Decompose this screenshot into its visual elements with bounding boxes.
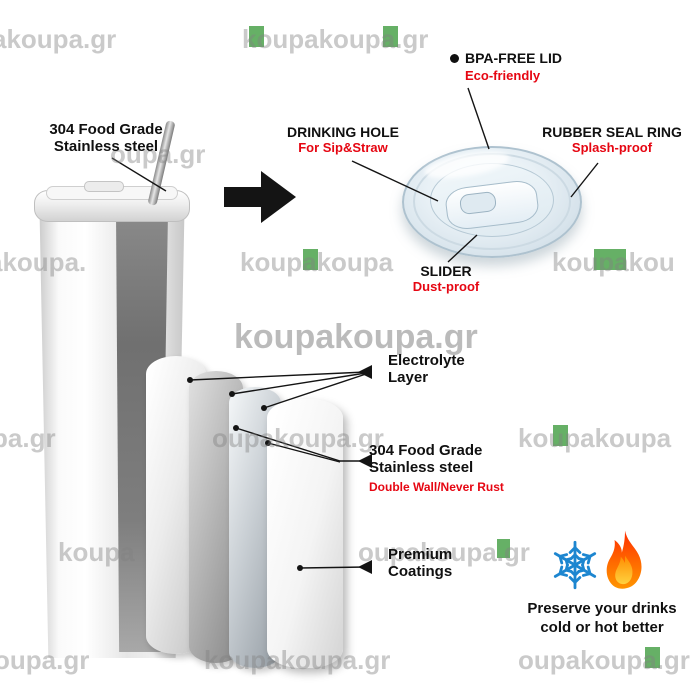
cutaway-layer-coating <box>267 399 343 668</box>
callout-title: Premium <box>388 546 453 563</box>
watermark-text: koupakoupa <box>518 423 672 453</box>
tumbler-lid-slider-image <box>84 181 124 192</box>
arrowhead-left <box>358 365 372 379</box>
watermark-text: oupakoupa.gr <box>518 645 690 675</box>
watermark-highlight <box>645 647 660 668</box>
footer-line: cold or hot better <box>540 619 664 636</box>
callout-rubber-seal-ring: RUBBER SEAL RING Splash-proof <box>536 124 688 155</box>
callout-drinking-hole: DRINKING HOLE For Sip&Straw <box>283 124 403 155</box>
watermark-text: akoupa.gr <box>0 24 117 54</box>
watermark-text: koupakoupa.gr <box>242 24 429 54</box>
callout-title: 304 Food Grade <box>369 442 483 459</box>
callout-subtitle: Double Wall/Never Rust <box>369 480 504 494</box>
watermark-highlight <box>497 539 510 558</box>
watermark-highlight <box>553 425 568 446</box>
callout-title: SLIDER <box>420 263 472 279</box>
footer-caption: Preserve your drinks cold or hot better <box>524 599 680 637</box>
watermark-highlight <box>249 26 264 47</box>
callout-slider: SLIDER Dust-proof <box>406 263 486 294</box>
watermark-highlight <box>383 26 398 47</box>
snowflake-icon <box>551 540 599 590</box>
callout-bpa-free-lid: BPA-FREE LID Eco-friendly <box>450 50 562 83</box>
callout-steel-top: 304 Food Grade Stainless steel <box>36 121 176 155</box>
callout-premium-coatings: Premium Coatings <box>388 546 452 580</box>
callout-subtitle: Dust-proof <box>412 279 480 294</box>
callout-title: Stainless steel <box>53 138 159 155</box>
callout-title: 304 Food Grade <box>49 121 163 138</box>
callout-title: Coatings <box>388 563 453 580</box>
callout-title: Stainless steel <box>369 459 474 476</box>
callout-subtitle: For Sip&Straw <box>298 140 388 155</box>
callout-subtitle: Eco-friendly <box>465 68 541 83</box>
footer-line: Preserve your drinks <box>527 600 677 617</box>
callout-subtitle: Splash-proof <box>571 140 653 155</box>
flame-icon <box>606 530 642 589</box>
watermark-highlight <box>594 249 626 270</box>
callout-title: Electrolyte <box>388 352 465 369</box>
watermark-highlight <box>303 249 318 270</box>
callout-steel-wall: 304 Food Grade Stainless steel Double Wa… <box>369 442 504 494</box>
arrowhead-left <box>358 560 372 574</box>
bullet-dot-icon <box>450 53 459 63</box>
callout-title: BPA-FREE LID <box>465 50 562 66</box>
callout-electrolyte-layer: Electrolyte Layer <box>388 352 465 386</box>
callout-title: Layer <box>388 369 429 386</box>
callout-title: RUBBER SEAL RING <box>542 124 682 140</box>
callout-title: DRINKING HOLE <box>287 124 399 140</box>
big-right-arrow-icon <box>224 171 296 223</box>
